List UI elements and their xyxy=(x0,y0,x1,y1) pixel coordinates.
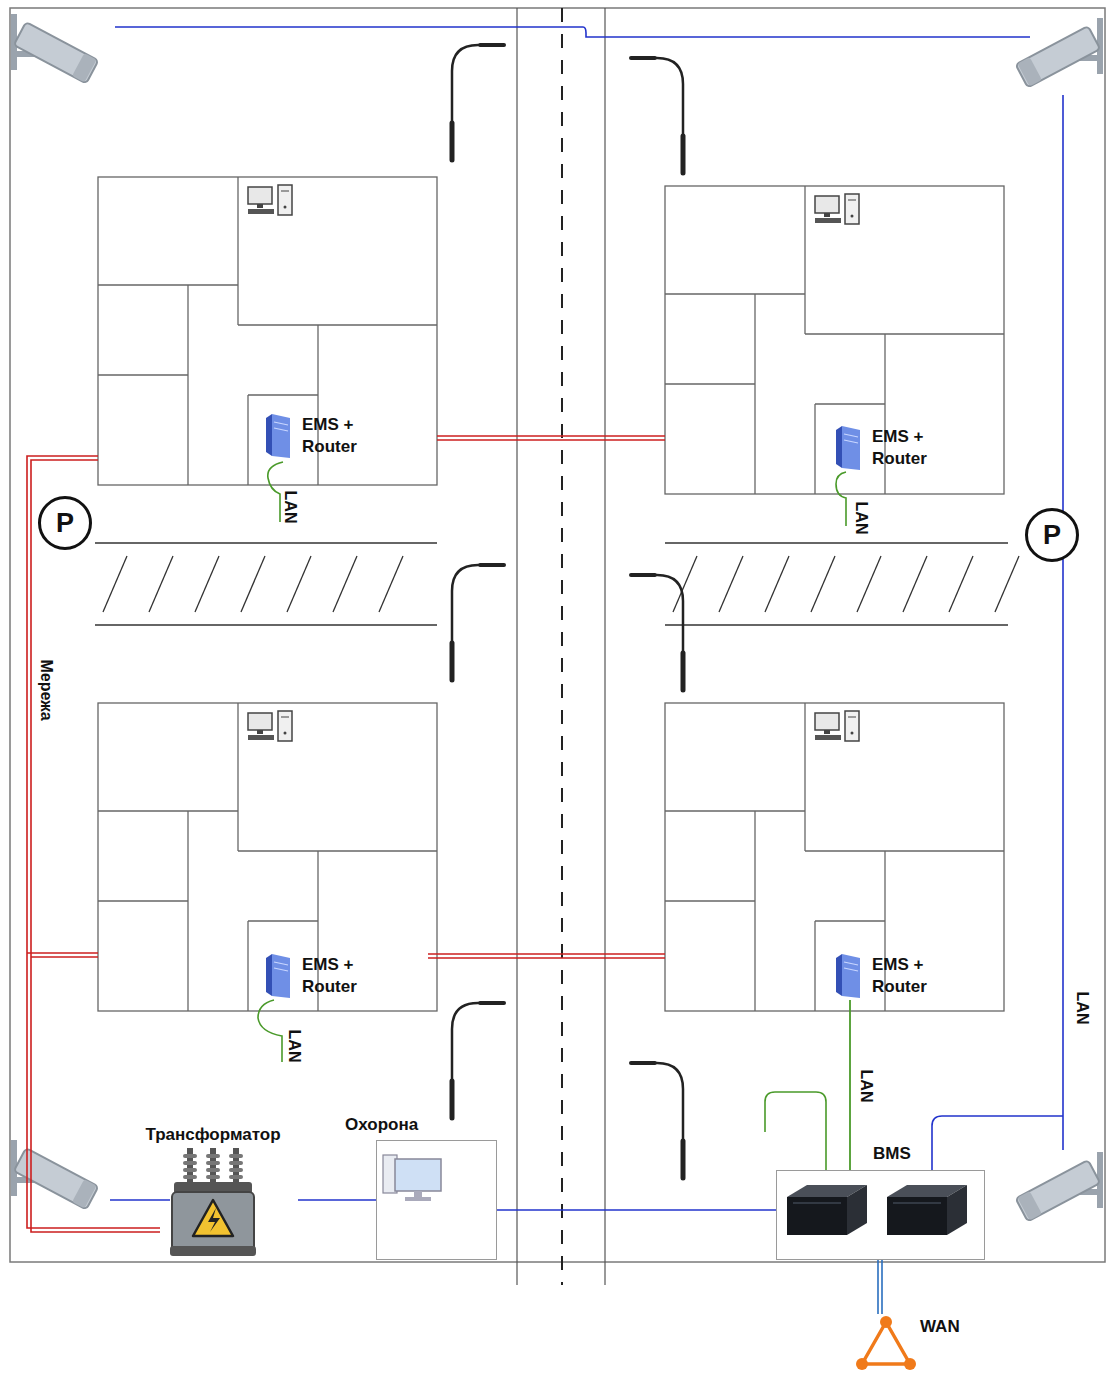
parking-sign: P xyxy=(1025,508,1079,562)
parking-hatch xyxy=(95,543,1019,625)
transformer-icon xyxy=(170,1148,256,1258)
building-plan xyxy=(98,703,437,1011)
building-plan xyxy=(665,186,1004,494)
node-label: Трансформатор xyxy=(128,1124,298,1146)
server-icon xyxy=(264,412,292,460)
connector-label: LAN xyxy=(857,1068,875,1105)
cctv-cameras xyxy=(14,14,1100,1221)
parking-letter: P xyxy=(1043,522,1061,549)
ems-router: EMS + Router xyxy=(264,952,376,1000)
cable-label: LAN xyxy=(1073,990,1091,1027)
workstation-icon xyxy=(815,194,859,224)
parking-letter: P xyxy=(56,510,74,537)
cable-label: Мережа xyxy=(37,657,55,722)
building-plan xyxy=(98,177,437,485)
site-boundary xyxy=(10,8,1105,1262)
bms-server-icon xyxy=(785,1183,869,1239)
server-icon xyxy=(834,424,862,472)
cable-label: LAN xyxy=(281,489,299,526)
node-heading: BMS xyxy=(873,1143,911,1165)
server-icon xyxy=(264,952,292,1000)
cable-connector xyxy=(497,1210,776,1211)
ems-router: EMS + Router xyxy=(834,952,946,1000)
cctv-camera xyxy=(1016,18,1101,87)
bms-server-icon xyxy=(885,1183,969,1239)
road xyxy=(517,8,605,1285)
transformer: Трансформатор xyxy=(128,1124,298,1258)
building-plan xyxy=(665,703,1004,1011)
server-icon xyxy=(834,952,862,1000)
workstation-icon xyxy=(815,711,859,741)
lan-cables xyxy=(110,27,1063,1200)
cable-label: LAN xyxy=(285,1028,303,1065)
workstation-icon xyxy=(248,185,292,215)
node-label: EMS + Router xyxy=(872,954,946,998)
ems-router: EMS + Router xyxy=(834,424,946,472)
wan-uplink: WAN xyxy=(852,1314,972,1376)
cable-connector xyxy=(878,1260,882,1314)
wan-cloud-icon xyxy=(852,1314,920,1374)
cctv-camera xyxy=(14,14,99,83)
street-lamps xyxy=(452,45,683,1178)
parking-sign: P xyxy=(38,496,92,550)
cable-connector xyxy=(298,1200,376,1201)
power-lines xyxy=(27,436,665,1232)
workstation-icon xyxy=(248,711,292,741)
lan-stubs xyxy=(258,462,846,1170)
node-label: EMS + Router xyxy=(302,954,376,998)
node-heading: Охорона xyxy=(345,1114,418,1136)
cable-connector xyxy=(850,1000,851,1170)
cable-label: LAN xyxy=(852,500,870,537)
node-label: EMS + Router xyxy=(302,414,376,458)
buildings xyxy=(98,177,1004,1011)
guard-computer-icon xyxy=(381,1151,445,1207)
security-post: Охорона xyxy=(376,1140,497,1260)
node-heading: WAN xyxy=(920,1316,960,1338)
node-label: EMS + Router xyxy=(872,426,946,470)
ems-router: EMS + Router xyxy=(264,412,376,460)
cctv-camera xyxy=(1016,1152,1101,1221)
bms-server-room: BMS xyxy=(776,1170,985,1260)
